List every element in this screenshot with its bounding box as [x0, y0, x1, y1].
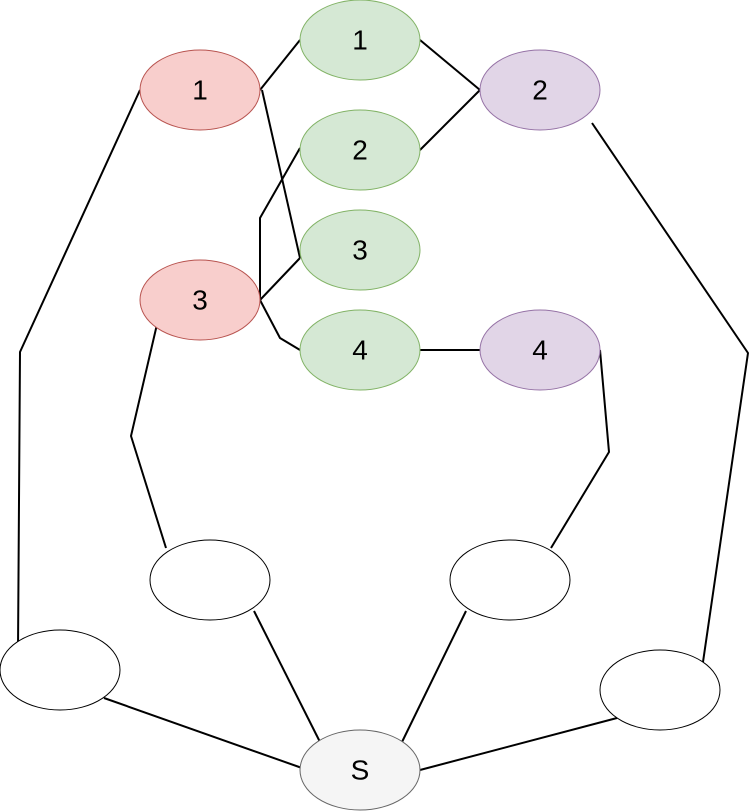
edge-green-1-to-purple-2: [419, 39, 481, 91]
edge-red-3-to-blank-mid-left: [130, 319, 167, 549]
node-green-4-shape: [299, 309, 421, 391]
node-green-1-shape: [299, 0, 421, 81]
node-blank-mid-left: [149, 539, 271, 621]
edge-red-1-to-green-3: [261, 89, 301, 259]
node-blank-mid-right: [449, 539, 571, 621]
node-purple-2-shape: [479, 49, 601, 131]
edge-blank-left-to-source: [103, 697, 303, 769]
edge-blank-right-to-source: [419, 717, 618, 771]
node-green-4-label: 4: [352, 335, 368, 366]
node-red-3-shape: [139, 259, 261, 341]
edge-red-3-to-green-3: [259, 257, 301, 301]
node-green-2-shape: [299, 109, 421, 191]
node-blank-mid-left-shape: [149, 539, 271, 621]
node-purple-4-shape: [479, 309, 601, 391]
edge-purple-2-to-blank-right: [591, 122, 749, 663]
node-source-shape: [299, 729, 421, 811]
node-green-3-label: 3: [352, 235, 368, 266]
node-purple-4: 4: [479, 309, 601, 391]
edge-blank-mid-right-to-source: [401, 610, 467, 743]
node-purple-2: 2: [479, 49, 601, 131]
node-green-2-label: 2: [352, 135, 368, 166]
node-green-4: 4: [299, 309, 421, 391]
edge-blank-mid-left-to-source: [253, 610, 321, 743]
node-blank-right-shape: [599, 649, 721, 731]
edges: [17, 39, 749, 771]
node-blank-right: [599, 649, 721, 731]
node-red-1-shape: [139, 49, 261, 131]
node-source-label: S: [351, 755, 370, 786]
node-source: S: [299, 729, 421, 811]
node-blank-mid-right-shape: [449, 539, 571, 621]
node-purple-2-label: 2: [532, 75, 548, 106]
edge-red-1-to-green-1: [259, 39, 301, 91]
edge-green-2-to-purple-2: [419, 89, 481, 151]
node-green-2: 2: [299, 109, 421, 191]
node-red-1-label: 1: [192, 75, 208, 106]
node-red-3-label: 3: [192, 285, 208, 316]
node-red-3: 3: [139, 259, 261, 341]
edge-red-3-to-green-2: [259, 147, 301, 300]
node-green-3: 3: [299, 209, 421, 291]
node-red-1: 1: [139, 49, 261, 131]
node-green-1: 1: [299, 0, 421, 81]
edge-purple-4-to-blank-mid-right: [550, 349, 610, 549]
node-blank-left: [0, 629, 121, 711]
node-green-3-shape: [299, 209, 421, 291]
nodes: 1 3 1 2 3 4 2 4: [0, 0, 721, 811]
edge-red-1-to-blank-left: [17, 89, 141, 651]
node-blank-left-shape: [0, 629, 121, 711]
edge-red-3-to-green-4: [259, 299, 301, 351]
node-green-1-label: 1: [352, 25, 368, 56]
node-purple-4-label: 4: [532, 335, 548, 366]
